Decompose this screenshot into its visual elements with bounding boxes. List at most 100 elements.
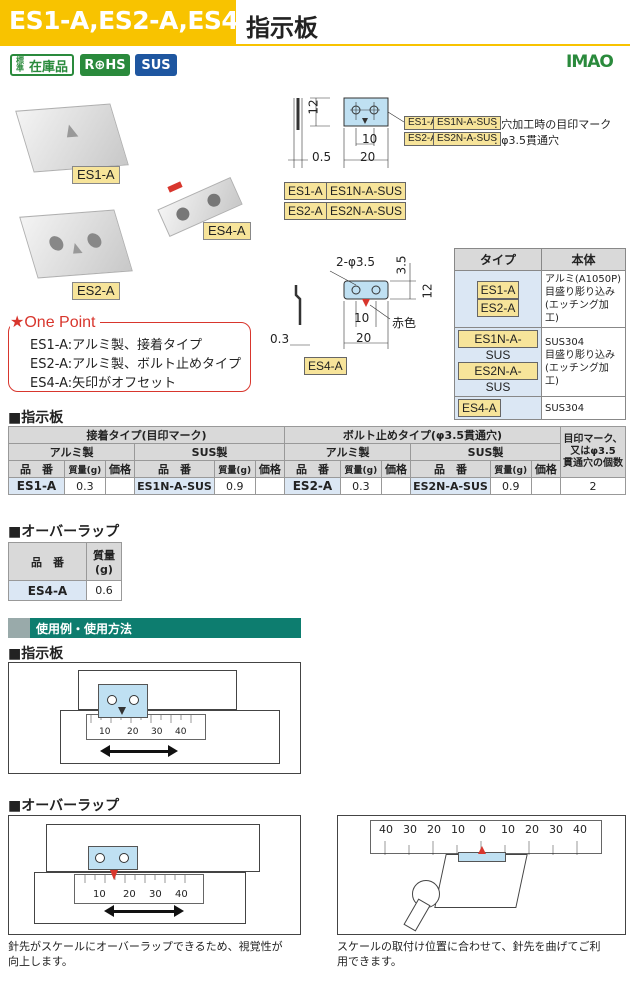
usage2-long-ruler: 40 30 20 10 0 10 20 30 40	[370, 820, 602, 855]
s1-last-header-1: 目印マーク、	[563, 434, 623, 445]
usage2-red-tip	[110, 870, 118, 880]
usage-bar-marker	[8, 618, 30, 638]
d1-tag-es1: ES1-A	[284, 182, 327, 200]
es4-label: ES4-A	[203, 222, 251, 240]
usage1-arrow-left-head	[100, 745, 110, 757]
usage2-long-10a: 10	[451, 823, 465, 836]
usage1-ruler-30: 30	[151, 727, 163, 737]
usage2-long-ruler-ticks	[384, 841, 578, 855]
one-point-line-2: ES2-A:アルミ製、ボルト止めタイプ	[30, 357, 242, 372]
usage1-indicator	[98, 684, 148, 718]
d1-dim-05: 0.5	[312, 150, 332, 164]
s1-cell-mass-3: 0.3	[339, 477, 382, 495]
usage1-ruler-20: 20	[127, 727, 139, 737]
es2-label: ES2-A	[72, 282, 120, 300]
usage2-long-20a: 20	[427, 823, 441, 836]
one-point-box	[8, 322, 251, 392]
header-underline	[0, 44, 630, 46]
one-point-title: ★One Point	[10, 312, 100, 332]
d2-dim-12: 12	[420, 283, 435, 299]
usage-section-title: 使用例・使用方法	[36, 622, 133, 636]
s1-mat-al-2: アルミ製	[283, 443, 412, 461]
usage2-arrow-right-head	[174, 905, 184, 917]
s1-col-price-1: 価格	[104, 460, 136, 478]
usage2-caption-right: スケールの取付け位置に合わせて、針先を曲げてご利 用できます。	[337, 939, 626, 969]
s1-last-header-3: 貫通穴の個数	[563, 458, 623, 469]
legend1-tag-b: ES1N-A-SUS	[433, 116, 502, 130]
spec-row1-types: ES1-A ES2-A	[454, 270, 542, 328]
d2-dim-03: 0.3	[270, 332, 290, 346]
caption-left-line-2: 向上します。	[8, 955, 73, 968]
s1-col-part-4: 品 番	[410, 460, 491, 478]
usage2-arrow	[112, 910, 176, 913]
caption-right-line-1: スケールの取付け位置に合わせて、針先を曲げてご利	[337, 940, 601, 953]
d2-dim-20: 20	[356, 331, 372, 345]
stock-badge-label: 在庫品	[28, 59, 68, 75]
usage2-ruler-10: 10	[93, 889, 106, 900]
spec-table: タイプ 本体 ES1-A ES2-A アルミ(A1050P) 目盛り彫り込み (…	[454, 248, 626, 420]
s1-cell-part-3: ES2-A	[283, 477, 341, 495]
es4-red-tip	[167, 181, 183, 193]
usage2-ruler: 10 20 30 40	[74, 874, 204, 904]
es1-label: ES1-A	[72, 166, 120, 184]
spec-tag-es1n: ES1N-A-SUS	[458, 330, 538, 362]
header-band	[0, 0, 236, 46]
d2-tag-es4: ES4-A	[304, 357, 347, 375]
usage2-ruler-30: 30	[149, 889, 162, 900]
d2-dim-10: 10	[354, 311, 370, 325]
sus-badge: SUS	[135, 54, 177, 76]
usage2-long-10b: 10	[501, 823, 515, 836]
s1-cell-count: 2	[560, 477, 626, 495]
d1-tag-es2: ES2-A	[284, 202, 327, 220]
spec-row2-types: ES1N-A-SUS ES2N-A-SUS	[454, 327, 542, 397]
s1-cell-part-4: ES2N-A-SUS	[410, 477, 491, 495]
d1-dim-12: 12	[306, 99, 321, 115]
legend2-text: : φ3.5貫通穴	[494, 134, 559, 147]
spec-header-type: タイプ	[454, 248, 542, 271]
usage2-long-40a: 40	[379, 823, 393, 836]
usage2-mounted-red-tip	[478, 846, 486, 854]
spec-row2-desc-1: SUS304	[545, 337, 585, 348]
usage2-ruler-40: 40	[175, 889, 188, 900]
d1-dim-10: 10	[362, 132, 378, 146]
s1-group1: 接着タイプ(目印マーク)	[8, 426, 285, 444]
spec-tag-es4: ES4-A	[458, 399, 501, 417]
s1-mat-sus-1: SUS製	[134, 443, 285, 461]
s1-col-mass-2: 質量(g)	[213, 460, 256, 478]
s1-mat-al-1: アルミ製	[7, 443, 136, 461]
spec-tag-es1: ES1-A	[476, 281, 520, 299]
d1-tag-es1n: ES1N-A-SUS	[326, 182, 407, 200]
s1-cell-part-1: ES1-A	[8, 477, 65, 495]
s1-cell-price-1	[104, 477, 136, 495]
d2-dim-hole: 2-φ3.5	[336, 255, 375, 269]
s1-cell-mass-2: 0.9	[213, 477, 256, 495]
spec-row2-desc: SUS304 目盛り彫り込み (エッチング加工)	[541, 327, 626, 397]
usage1-ruler-40: 40	[175, 727, 187, 737]
usage1-arrow-right-head	[168, 745, 178, 757]
usage1-arrow	[106, 750, 170, 753]
caption-right-line-2: 用できます。	[337, 955, 402, 968]
s1-cell-price-3	[380, 477, 412, 495]
section1-table: 接着タイプ(目印マーク) ボルト止めタイプ(φ3.5貫通穴) 目印マーク、 又は…	[7, 426, 626, 495]
legend1-text: : 穴加工時の目印マーク	[494, 118, 612, 131]
legend2-tag-a: ES2-A	[404, 132, 441, 146]
s1-cell-mass-4: 0.9	[489, 477, 532, 495]
s1-last-header-2: 又はφ3.5	[570, 446, 616, 457]
usage2-ruler-20: 20	[123, 889, 136, 900]
spec-row2-desc-3: (エッチング加工)	[545, 363, 609, 387]
stock-badge-small: 標準	[15, 56, 24, 73]
s1-col-part-2: 品 番	[134, 460, 215, 478]
spec-row1-desc-2: 目盛り彫り込み	[545, 287, 615, 298]
table-row: ES1-A 0.3 ES1N-A-SUS 0.9 ES2-A 0.3 ES2N-…	[8, 477, 626, 495]
s1-col-price-2: 価格	[254, 460, 285, 478]
s1-col-part-3: 品 番	[283, 460, 341, 478]
s2-col-mass: 質量(g)	[86, 542, 122, 581]
spec-row1-desc: アルミ(A1050P) 目盛り彫り込み (エッチング加工)	[541, 270, 626, 328]
spec-tag-es2n: ES2N-A-SUS	[458, 362, 538, 394]
table-row: ES4-A 0.6	[8, 580, 122, 601]
s2-col-part: 品 番	[8, 542, 87, 581]
section2-title: ■オーバーラップ	[8, 524, 120, 540]
s2-cell-mass: 0.6	[86, 580, 122, 601]
usage1-ruler: 10 20 30 40	[86, 714, 206, 740]
usage2-long-20b: 20	[525, 823, 539, 836]
